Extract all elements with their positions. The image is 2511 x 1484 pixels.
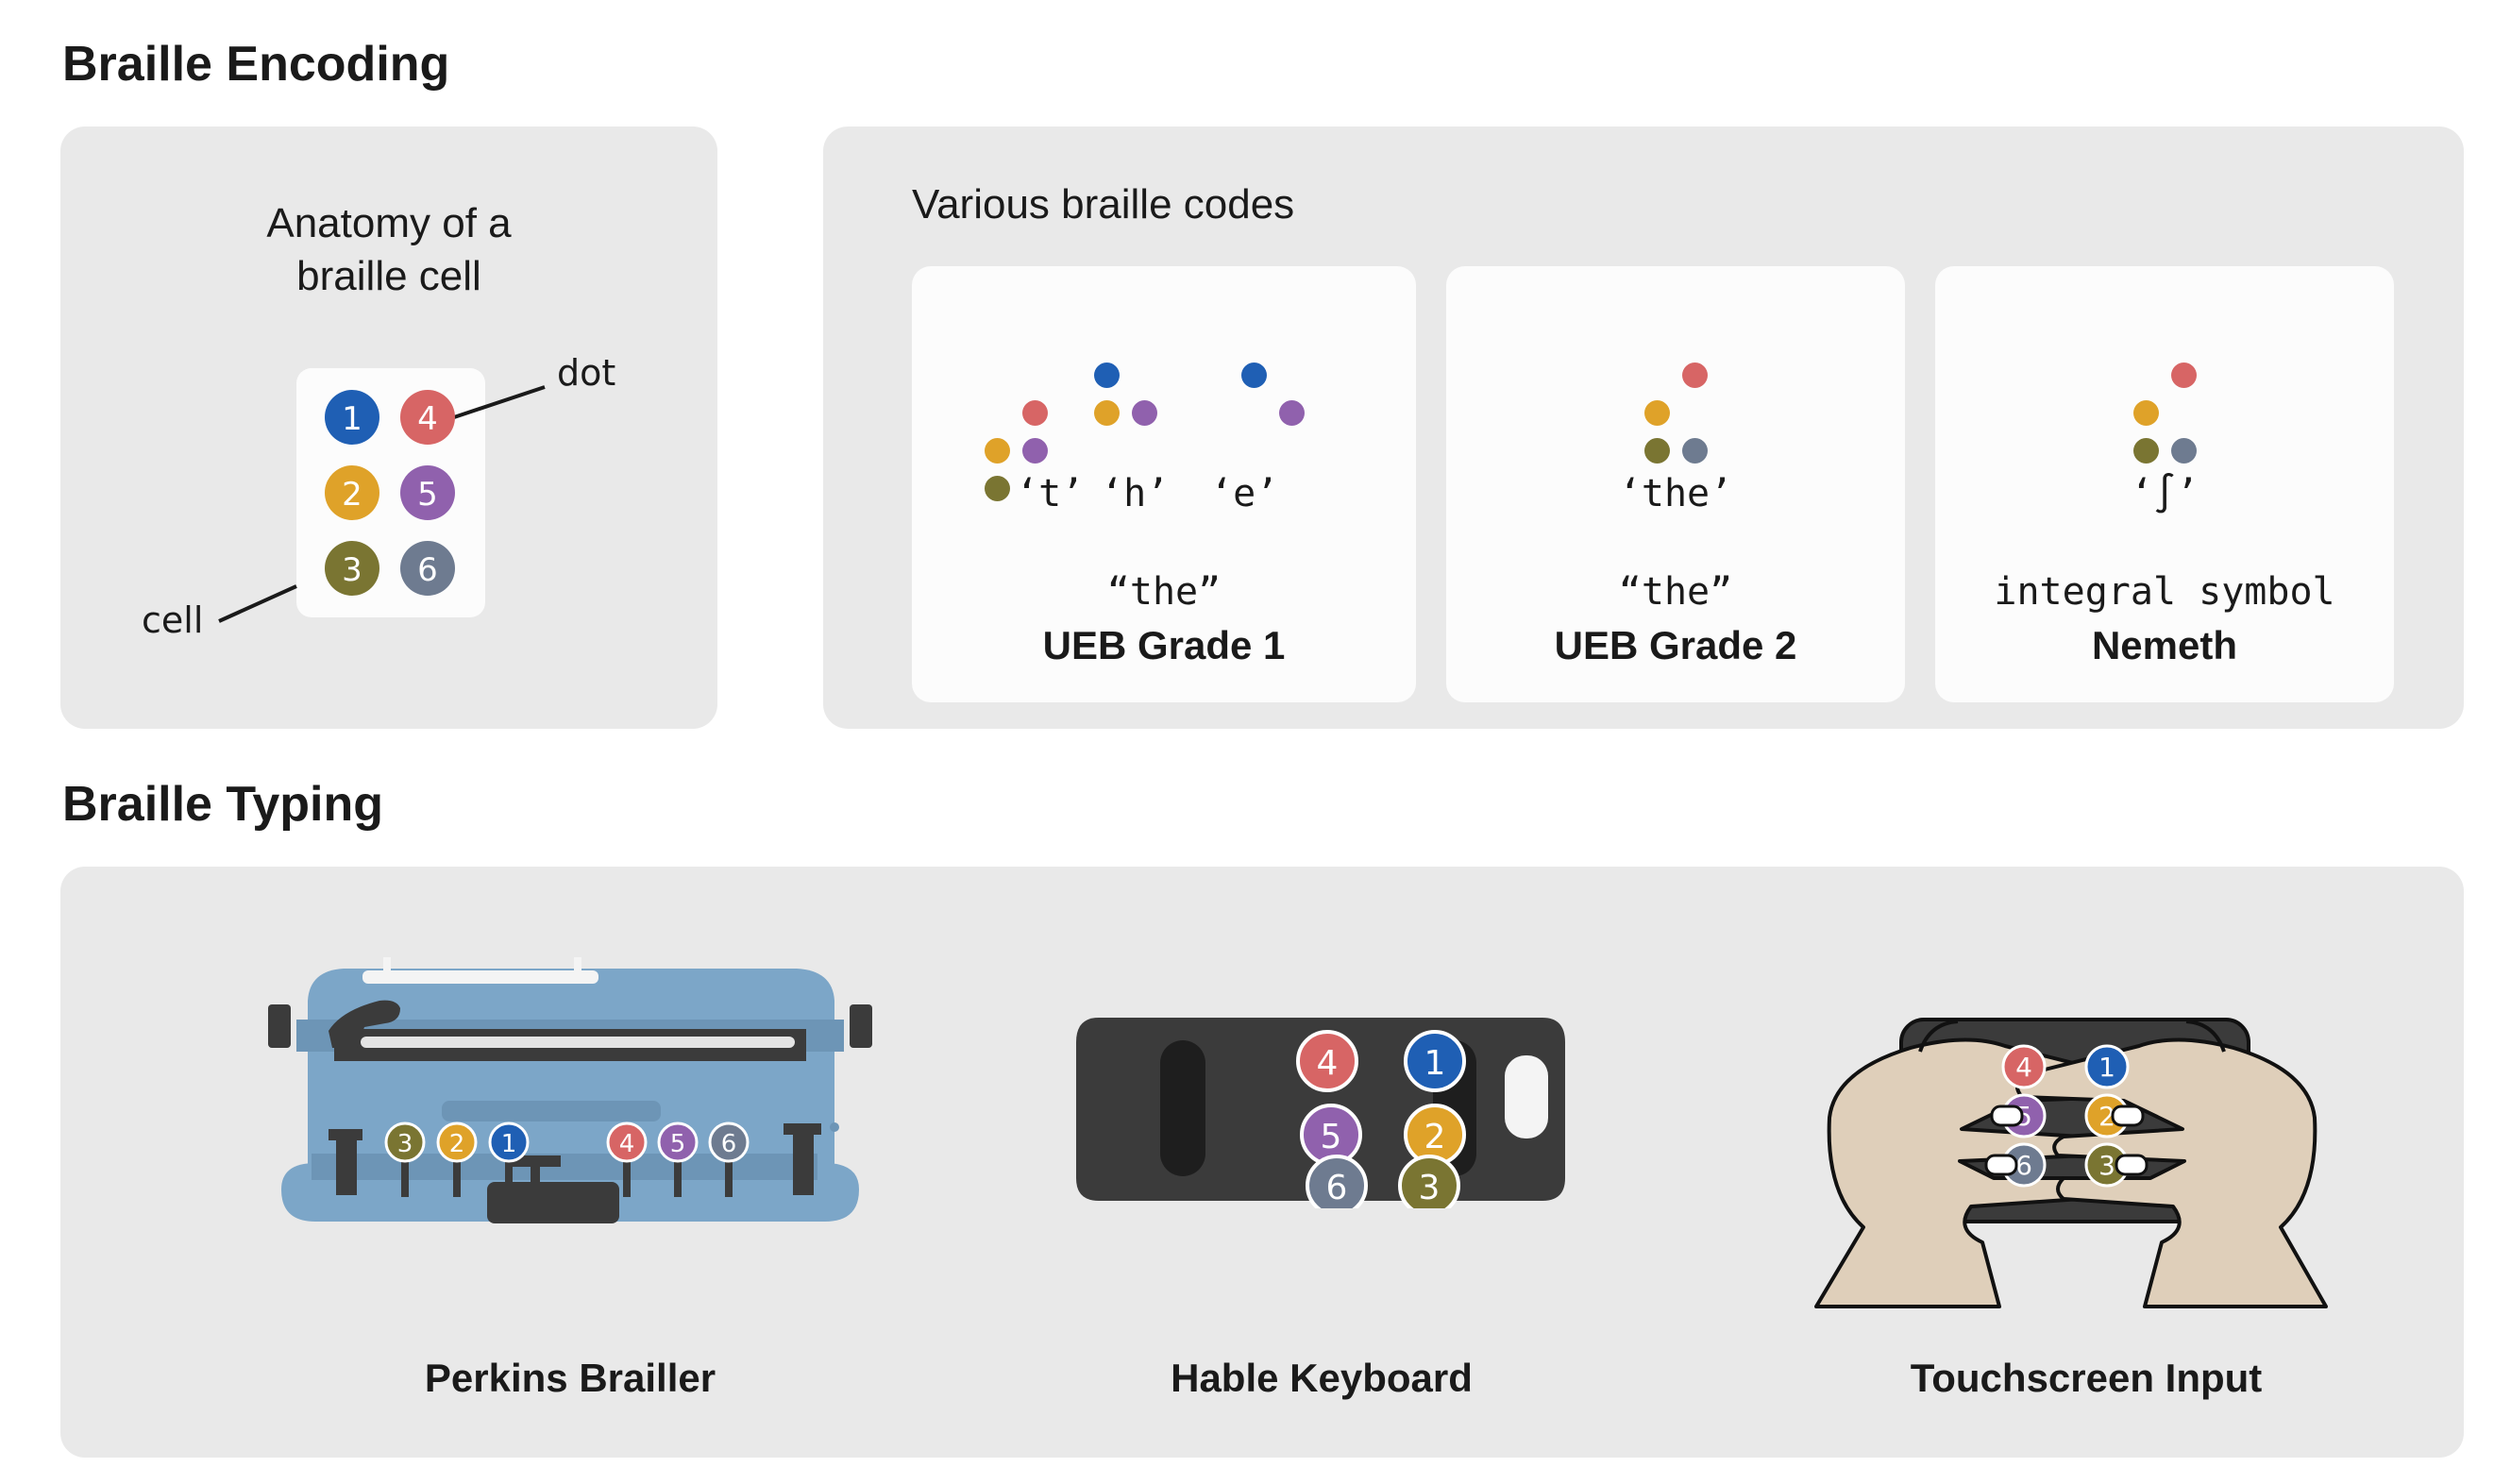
code-word: “the”	[1618, 570, 1733, 614]
hable-key-6: 6	[1306, 1155, 1368, 1208]
perkins-keys: 3 2 1 4 5 6	[259, 953, 882, 1237]
svg-text:5: 5	[1321, 1118, 1342, 1156]
touchscreen-input-illustration: 4 1 5 2 6 3	[1814, 1018, 2328, 1308]
svg-text:6: 6	[2015, 1150, 2032, 1181]
braille-dot	[2133, 438, 2159, 464]
braille-dot	[2133, 400, 2159, 426]
perkins-key-6: 6	[708, 1121, 750, 1197]
char-label-h: ‘h’	[1101, 472, 1170, 515]
braille-dot	[1094, 363, 1120, 388]
cell-dot-1: 1	[325, 390, 379, 445]
hable-key-4: 4	[1296, 1030, 1358, 1092]
hable-key-3: 3	[1398, 1155, 1460, 1208]
braille-dot	[1682, 438, 1708, 464]
char-label-e: ‘e’	[1210, 472, 1279, 515]
perkins-key-3: 3	[384, 1121, 426, 1197]
char-label-the: ‘the’	[1618, 472, 1733, 515]
svg-text:5: 5	[417, 476, 438, 514]
char-label-integral: ‘∫’	[2130, 472, 2199, 515]
braille-dot	[1682, 363, 1708, 388]
braille-dot	[1022, 438, 1048, 464]
svg-text:4: 4	[417, 400, 438, 438]
braille-dot	[1644, 438, 1670, 464]
anatomy-title-line1: Anatomy of a	[266, 200, 512, 246]
hable-key-1: 1	[1404, 1030, 1466, 1092]
svg-text:2: 2	[449, 1130, 465, 1158]
touch-key-6: 6	[2001, 1142, 2047, 1188]
code-word: “the”	[1106, 570, 1222, 614]
braille-dot	[985, 476, 1010, 501]
svg-text:1: 1	[2098, 1052, 2115, 1083]
cell-dot-4: 4	[400, 390, 455, 445]
cell-dot-5: 5	[400, 465, 455, 520]
perkins-key-2: 2	[436, 1121, 478, 1197]
code-word: integral symbol	[1994, 570, 2335, 614]
touch-key-4: 4	[2001, 1044, 2047, 1089]
braille-dot	[1279, 400, 1305, 426]
svg-text:4: 4	[2015, 1052, 2032, 1083]
device-label-touchscreen: Touchscreen Input	[1910, 1356, 2263, 1400]
svg-text:6: 6	[721, 1130, 737, 1158]
code-card-ueb-grade-2: ‘the’ “the” UEB Grade 2	[1446, 266, 1905, 702]
perkins-key-5: 5	[657, 1121, 699, 1197]
code-name: UEB Grade 1	[1042, 623, 1286, 667]
cell-dot-6: 6	[400, 541, 455, 596]
braille-dot	[2171, 363, 2197, 388]
svg-text:5: 5	[670, 1130, 686, 1158]
encoding-section-title: Braille Encoding	[62, 37, 450, 92]
code-card-nemeth: ‘∫’ integral symbol Nemeth	[1935, 266, 2394, 702]
codes-title: Various braille codes	[912, 181, 1295, 228]
braille-cell-diagram: 1 2 3 4 5 6 dot cell	[142, 352, 615, 641]
perkins-key-1: 1	[488, 1121, 530, 1197]
char-label-t: ‘t’	[1016, 472, 1085, 515]
typing-panel: 3 2 1 4 5 6 Perkins Brailler 4 1 5 2 6 3…	[60, 867, 2464, 1458]
svg-text:6: 6	[417, 551, 438, 589]
dot-label: dot	[557, 352, 615, 394]
dot-pointer-line	[453, 385, 546, 419]
svg-text:3: 3	[342, 551, 362, 589]
svg-text:6: 6	[1326, 1169, 1348, 1207]
anatomy-title-line2: braille cell	[296, 253, 481, 299]
device-label-perkins: Perkins Brailler	[424, 1356, 716, 1400]
svg-text:2: 2	[342, 476, 362, 514]
svg-text:4: 4	[619, 1130, 635, 1158]
svg-text:2: 2	[1424, 1118, 1446, 1156]
code-card-ueb-grade-1: [data-name="code-card-ueb-grade-1"] .dot…	[912, 266, 1416, 702]
cell-label: cell	[142, 599, 203, 641]
cell-pointer-line	[218, 584, 297, 623]
device-label-hable: Hable Keyboard	[1171, 1356, 1473, 1400]
svg-text:3: 3	[397, 1130, 413, 1158]
typing-section-title: Braille Typing	[62, 777, 383, 832]
code-name: Nemeth	[2091, 623, 2238, 667]
anatomy-panel: Anatomy of a braille cell 1 2 3 4 5 6 do…	[60, 126, 717, 729]
svg-text:1: 1	[342, 400, 362, 438]
svg-text:2: 2	[2098, 1101, 2115, 1132]
touch-key-1: 1	[2084, 1044, 2130, 1089]
braille-dot	[985, 438, 1010, 464]
cell-dot-3: 3	[325, 541, 379, 596]
braille-dot	[1644, 400, 1670, 426]
cell-dot-2: 2	[325, 465, 379, 520]
svg-text:3: 3	[2098, 1150, 2115, 1181]
svg-text:1: 1	[1424, 1044, 1446, 1083]
braille-dot	[2171, 438, 2197, 464]
braille-dot	[1241, 363, 1267, 388]
code-name: UEB Grade 2	[1554, 623, 1797, 667]
braille-dot	[1022, 400, 1048, 426]
svg-text:3: 3	[1419, 1169, 1441, 1207]
svg-text:4: 4	[1317, 1044, 1339, 1083]
svg-text:1: 1	[501, 1130, 517, 1158]
hable-keyboard-illustration: 4 1 5 2 6 3	[1076, 1018, 1565, 1208]
braille-dot	[1132, 400, 1157, 426]
perkins-key-4: 4	[606, 1121, 648, 1197]
braille-dot	[1094, 400, 1120, 426]
codes-panel: Various braille codes [data-name="code-c…	[823, 126, 2464, 729]
